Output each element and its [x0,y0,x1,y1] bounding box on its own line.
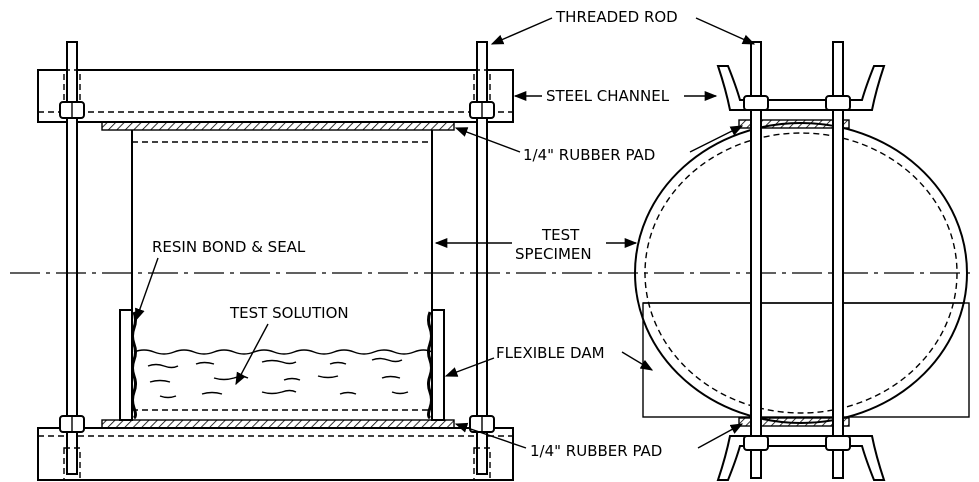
right-rod-hidden-top [473,69,491,105]
end-right-rod [832,41,844,479]
leader-threaded-rod-right [695,17,756,45]
end-right-bottom-nut [825,435,851,451]
label-test-solution: TEST SOLUTION [229,304,349,322]
label-test-specimen-1: TEST [541,226,580,244]
leader-flexible-dam-right [621,351,654,371]
label-steel-channel: STEEL CHANNEL [546,87,670,105]
label-resin-bond-seal: RESIN BOND & SEAL [152,238,306,256]
label-flexible-dam: FLEXIBLE DAM [496,344,605,362]
solution-surface [133,349,433,355]
end-specimen-inner [644,132,958,414]
label-rubber-pad-top: 1/4" RUBBER PAD [523,146,655,164]
side-view [37,41,514,481]
right-rod-hidden-bottom [473,447,491,481]
end-right-top-nut [825,95,851,111]
top-steel-channel [37,69,514,123]
end-top-rubber-pad [738,119,850,129]
label-threaded-rod: THREADED ROD [555,8,678,26]
leader-resin [135,257,159,322]
leader-rubber-pad-bottom-left [454,422,527,449]
end-left-top-nut [743,95,769,111]
left-rod-hidden-bottom [63,447,81,481]
bottom-rubber-pad [101,419,455,429]
label-rubber-pad-bottom: 1/4" RUBBER PAD [530,442,662,460]
top-rubber-pad [101,121,455,131]
leader-rubber-pad-top-right [689,125,744,153]
leader-rubber-pad-top-left [454,127,521,153]
leader-flexible-dam-left [444,357,495,377]
end-left-bottom-nut [743,435,769,451]
end-top-channel [716,65,886,111]
left-flexible-dam [119,309,133,421]
left-resin-seal [131,311,137,420]
leader-test-solution [235,323,269,386]
end-bottom-channel [716,435,886,481]
label-test-specimen-2: SPECIMEN [515,245,592,263]
end-flexible-dam [642,302,970,418]
end-left-rod [750,41,762,479]
right-flexible-dam [431,309,445,421]
leader-threaded-rod-left [490,17,553,45]
callouts: THREADED ROD STEEL CHANNEL 1/4" RUBBER P… [135,8,756,460]
end-view [634,41,970,481]
leader-rubber-pad-bottom-right [697,423,744,449]
left-rod-hidden-top [63,69,81,105]
right-resin-seal [427,311,433,420]
solution-waves [147,357,409,399]
end-bottom-rubber-pad [738,417,850,427]
